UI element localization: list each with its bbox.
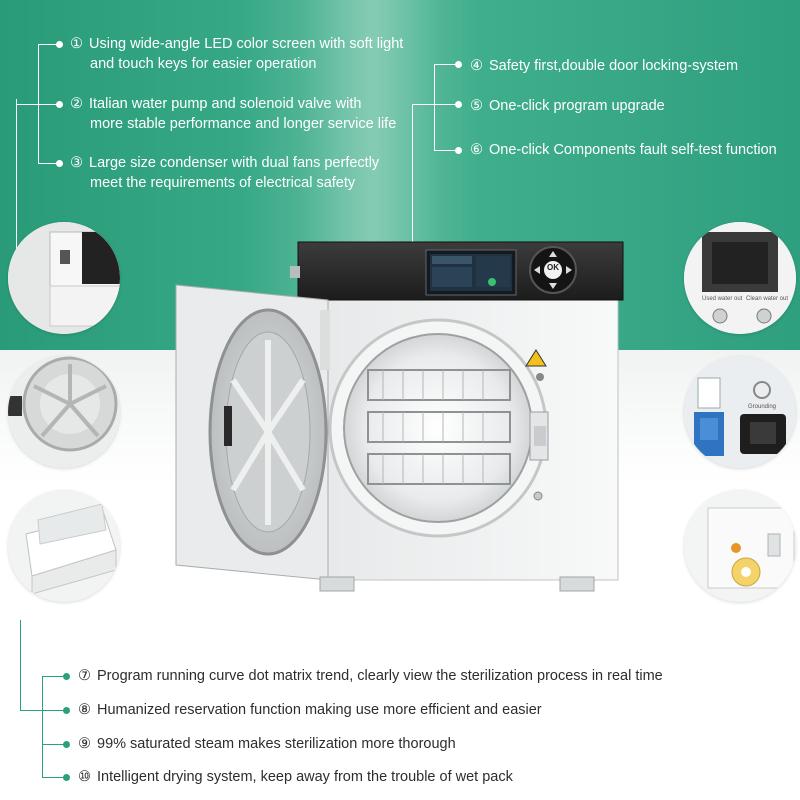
bullet-dot <box>56 160 63 167</box>
door-hinge-image <box>8 222 120 334</box>
feature-number: ⑩ <box>78 769 91 785</box>
feature-number: ⑥ <box>470 142 483 158</box>
feature-text: One-click program upgrade <box>489 98 665 114</box>
feature-item-8: ⑧ Humanized reservation function making u… <box>78 700 798 720</box>
feature-item-5: ⑤ One-click program upgrade <box>470 96 800 116</box>
grounding-label: Grounding <box>748 404 777 410</box>
feature-item-3: ③ Large size condenser with dual fans per… <box>70 153 430 193</box>
feature-text: Large size condenser with dual fans perf… <box>89 155 380 171</box>
feature-item-2: ② Italian water pump and solenoid valve w… <box>70 94 430 134</box>
feature-item-10: ⑩ Intelligent drying system, keep away fr… <box>78 767 798 787</box>
connector-h <box>434 64 458 65</box>
autoclave-illustration <box>175 241 624 592</box>
feature-number: ⑦ <box>78 668 91 684</box>
connector-h <box>412 104 458 105</box>
connector-h-green <box>42 676 66 677</box>
connector-vertical-outer <box>412 104 413 244</box>
used-water-label: Used water out <box>702 296 743 302</box>
feature-number: ⑨ <box>78 736 91 752</box>
connector-vertical <box>434 64 435 150</box>
feature-text: 99% saturated steam makes sterilization … <box>97 736 456 752</box>
connector-h <box>434 150 458 151</box>
connector-h <box>16 104 60 105</box>
bullet-dot <box>455 147 462 154</box>
connector-vertical-outer <box>16 99 17 249</box>
condenser-thumbnail <box>684 490 796 602</box>
water-tank-image <box>8 490 120 602</box>
connector-vertical-green <box>42 676 43 778</box>
feature-text-cont: and touch keys for easier operation <box>90 56 317 72</box>
feature-number: ① <box>70 36 83 52</box>
bullet-dot <box>455 61 462 68</box>
feature-number: ③ <box>70 155 83 171</box>
connector-h <box>38 44 60 45</box>
bullet-dot <box>455 101 462 108</box>
bullet-dot <box>56 41 63 48</box>
feature-text: Humanized reservation function making us… <box>97 702 542 718</box>
feature-item-4: ④ Safety first,double door locking-system <box>470 56 800 76</box>
door-hinge-thumbnail <box>8 222 120 334</box>
clean-water-label: Clean water out <box>746 296 789 302</box>
feature-number: ⑧ <box>78 702 91 718</box>
door-gasket-image <box>8 356 120 468</box>
feature-text: Safety first,double door locking-system <box>489 58 739 74</box>
condenser-image <box>684 490 796 602</box>
feature-text-cont: more stable performance and longer servi… <box>90 116 397 132</box>
connector-vertical-green-outer <box>20 620 21 710</box>
bullet-dot-green <box>63 741 70 748</box>
bullet-dot-green <box>63 673 70 680</box>
connector-h-green <box>20 710 66 711</box>
bullet-dot <box>56 101 63 108</box>
feature-item-6: ⑥ One-click Components fault self-test fu… <box>470 140 800 160</box>
feature-text: One-click Components fault self-test fun… <box>489 142 777 158</box>
water-outlets-thumbnail: Used water out Clean water out <box>684 222 796 334</box>
door-gasket-thumbnail <box>8 356 120 468</box>
feature-item-1: ① Using wide-angle LED color screen with … <box>70 34 430 74</box>
feature-number: ② <box>70 96 83 112</box>
feature-text: Italian water pump and solenoid valve wi… <box>89 96 362 112</box>
feature-text: Using wide-angle LED color screen with s… <box>89 36 404 52</box>
water-outlets-image <box>684 222 796 334</box>
feature-item-7: ⑦ Program running curve dot matrix trend,… <box>78 666 798 686</box>
connector-h <box>38 163 60 164</box>
power-socket-thumbnail: Grounding <box>684 356 796 468</box>
bullet-dot-green <box>63 774 70 781</box>
feature-item-9: ⑨ 99% saturated steam makes sterilization… <box>78 734 798 754</box>
ok-button[interactable]: OK <box>547 263 559 272</box>
connector-h-green <box>42 744 66 745</box>
feature-number: ⑤ <box>470 98 483 114</box>
power-socket-image <box>684 356 796 468</box>
bullet-dot-green <box>63 707 70 714</box>
feature-text: Program running curve dot matrix trend, … <box>97 668 663 684</box>
feature-number: ④ <box>470 58 483 74</box>
feature-text-cont: meet the requirements of electrical safe… <box>90 175 356 191</box>
water-tank-thumbnail <box>8 490 120 602</box>
connector-h-green <box>42 777 66 778</box>
feature-text: Intelligent drying system, keep away fro… <box>97 769 513 785</box>
